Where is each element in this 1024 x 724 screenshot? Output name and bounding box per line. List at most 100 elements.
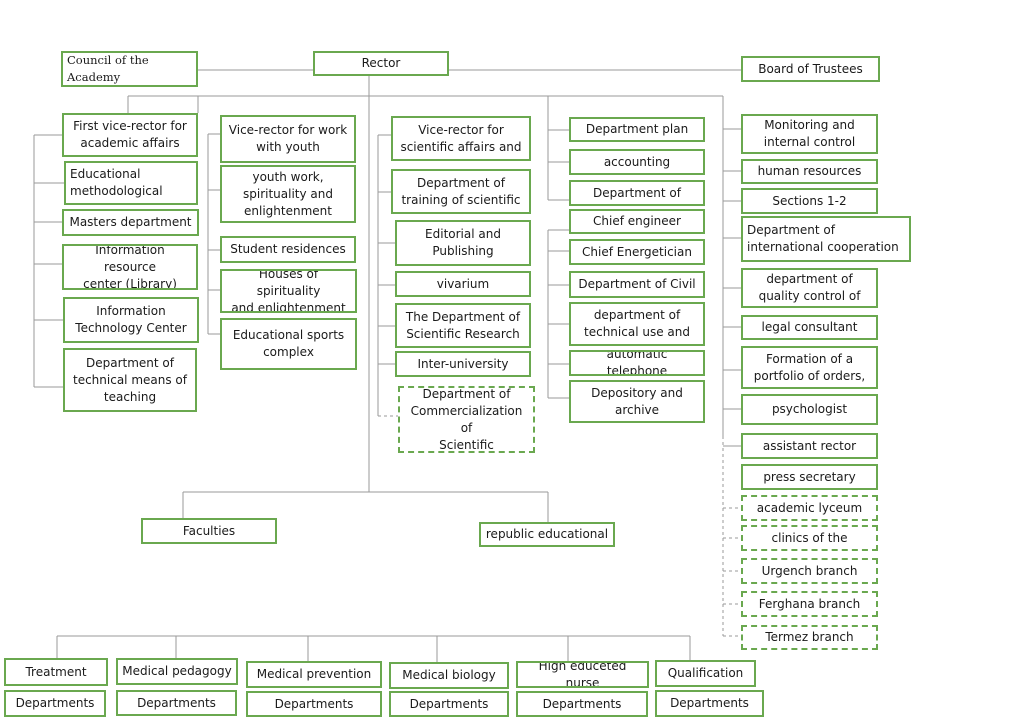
col5-box-5: legal consultant — [741, 315, 878, 340]
council-label: Council of the Academy — [67, 53, 149, 84]
col5-box-0: Monitoring and internal control — [741, 114, 878, 154]
col4-label-4: Chief Energetician — [582, 244, 692, 259]
faculty-box-4: High educeted nurse — [516, 661, 649, 688]
col4-label-7: automatic telephone — [606, 350, 668, 376]
col5-box-7: psychologist — [741, 394, 878, 425]
col5-label-12: Urgench branch — [761, 563, 858, 578]
col2-box-0: Vice-rector for work with youth — [220, 115, 356, 163]
col4-label-2: Department of — [593, 185, 681, 200]
col5-box-4: department of quality control of — [741, 268, 878, 308]
col4-box-4: Chief Energetician — [569, 239, 705, 265]
faculties-label: Faculties — [182, 523, 236, 538]
col4-label-8: Depository and archive — [591, 385, 683, 417]
col2-box-3: Houses of spirituality and enlightenment — [220, 269, 357, 313]
faculty-dept-label-3: Departments — [409, 696, 489, 711]
col4-box-1: accounting — [569, 149, 705, 175]
faculty-dept-box-2: Departments — [246, 691, 382, 717]
col3-box-4: The Department of Scientific Research — [395, 303, 531, 348]
col5-label-6: Formation of a portfolio of orders, — [753, 351, 866, 383]
col4-box-7: automatic telephone — [569, 350, 705, 376]
col4-label-5: Department of Civil — [578, 277, 696, 291]
col3-box-0: Vice-rector for scientific affairs and — [391, 116, 531, 161]
col4-box-8: Depository and archive — [569, 380, 705, 423]
faculty-box-3: Medical biology — [389, 662, 509, 689]
faculty-label-3: Medical biology — [402, 668, 496, 682]
col5-box-8: assistant rector — [741, 433, 878, 459]
faculty-dept-box-5: Departments — [655, 690, 764, 717]
col5-box-3: Department of international cooperation — [741, 216, 911, 262]
col2-label-1: youth work, spirituality and enlightenme… — [243, 169, 333, 218]
col3-label-1: Department of training of scientific — [401, 175, 521, 207]
col5-label-2: Sections 1-2 — [772, 193, 847, 208]
col1-label-1: Educational methodological — [70, 167, 163, 198]
faculty-label-0: Treatment — [25, 664, 87, 679]
faculty-label-1: Medical pedagogy — [122, 664, 232, 678]
col4-box-2: Department of — [569, 180, 705, 206]
col4-box-3: Chief engineer — [569, 209, 705, 234]
col2-label-0: Vice-rector for work with youth — [228, 123, 348, 154]
col5-label-9: press secretary — [763, 469, 856, 484]
col5-label-10: academic lyceum — [756, 500, 863, 515]
faculty-dept-label-1: Departments — [137, 695, 216, 710]
col5-box-6: Formation of a portfolio of orders, — [741, 346, 878, 389]
col1-box-2: Masters department — [62, 209, 199, 236]
col3-box-3: vivarium — [395, 271, 531, 297]
col5-box-2: Sections 1-2 — [741, 188, 878, 214]
faculty-label-4: High educeted nurse — [538, 661, 627, 688]
col5-label-3: Department of international cooperation — [747, 223, 899, 254]
col1-label-0: First vice-rector for academic affairs — [73, 119, 187, 150]
col5-box-12: Urgench branch — [741, 558, 878, 584]
faculty-label-5: Qualification — [667, 666, 744, 680]
faculty-dept-label-0: Departments — [15, 696, 95, 710]
faculty-box-1: Medical pedagogy — [116, 658, 238, 685]
col1-label-5: Department of technical means of teachin… — [73, 355, 187, 404]
col5-label-14: Termez branch — [765, 630, 854, 644]
col3-box-2: Editorial and Publishing — [395, 220, 531, 266]
col5-box-9: press secretary — [741, 464, 878, 490]
col5-box-11: clinics of the — [741, 525, 878, 551]
faculty-label-2: Medical prevention — [256, 667, 372, 681]
col2-box-2: Student residences — [220, 236, 356, 263]
col1-label-3: Information resource center (Library) — [83, 244, 177, 290]
col1-label-4: Information Technology Center — [75, 304, 187, 335]
col3-label-3: vivarium — [436, 276, 490, 291]
col2-label-4: Educational sports complex — [232, 328, 345, 359]
col1-label-2: Masters department — [69, 215, 192, 229]
col1-box-1: Educational methodological — [64, 161, 198, 205]
faculty-dept-label-5: Departments — [670, 696, 749, 710]
col5-label-5: legal consultant — [761, 320, 858, 334]
faculty-dept-box-1: Departments — [116, 690, 237, 716]
col2-label-2: Student residences — [230, 242, 346, 256]
faculty-box-0: Treatment — [4, 658, 108, 686]
faculty-box-5: Qualification — [655, 660, 756, 687]
col5-label-0: Monitoring and internal control — [763, 118, 856, 149]
col3-label-0: Vice-rector for scientific affairs and — [400, 122, 522, 154]
col5-label-13: Ferghana branch — [758, 596, 861, 611]
col1-box-0: First vice-rector for academic affairs — [62, 113, 198, 157]
faculties-box: Faculties — [141, 518, 277, 544]
republic-label: republic educational — [485, 527, 609, 541]
faculty-box-2: Medical prevention — [246, 661, 382, 688]
col1-box-4: Information Technology Center — [63, 297, 199, 343]
col5-label-11: clinics of the — [771, 530, 848, 545]
col4-label-0: Department plan — [585, 122, 689, 136]
col5-label-7: psychologist — [771, 402, 848, 416]
col5-label-8: assistant rector — [762, 438, 857, 453]
col5-box-10: academic lyceum — [741, 495, 878, 521]
col3-label-2: Editorial and Publishing — [425, 227, 501, 258]
col3-label-4: The Department of Scientific Research — [405, 309, 521, 341]
rector-label: Rector — [361, 56, 401, 70]
col5-box-14: Termez branch — [741, 625, 878, 650]
republic-educational-box: republic educational — [479, 522, 615, 547]
col4-box-6: department of technical use and — [569, 302, 705, 346]
col3-box-5: Inter-university — [395, 351, 531, 377]
board-label: Board of Trustees — [758, 61, 863, 76]
faculty-dept-label-4: Departments — [542, 696, 622, 711]
col4-box-0: Department plan — [569, 117, 705, 142]
col5-label-4: department of quality control of — [758, 272, 861, 303]
council-of-the-academy-box: Council of the Academy — [61, 51, 198, 87]
col5-label-1: human resources — [757, 164, 862, 178]
col4-label-1: accounting — [603, 154, 671, 169]
col3-label-6: Department of Commercialization of Scien… — [410, 386, 523, 452]
